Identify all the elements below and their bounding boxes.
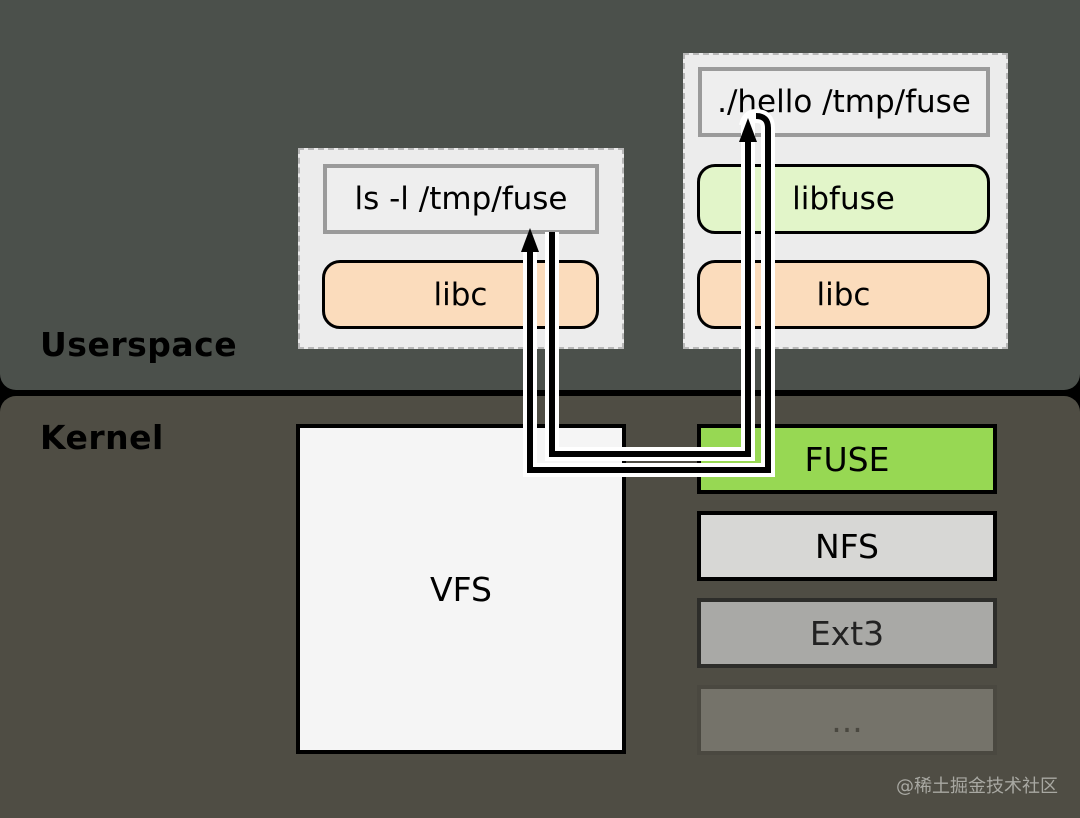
ls-libc-box: libc <box>322 260 599 329</box>
fuse-fs-box: FUSE <box>697 424 997 494</box>
ext3-fs-box: Ext3 <box>697 598 997 668</box>
kernel-label: Kernel <box>40 418 164 457</box>
watermark-text: @稀土掘金技术社区 <box>896 776 1058 797</box>
ls-command-box: ls -l /tmp/fuse <box>323 164 599 234</box>
hello-libc-box: libc <box>697 260 990 329</box>
more-fs-box: ... <box>697 685 997 755</box>
hello-command-box: ./hello /tmp/fuse <box>698 67 990 137</box>
userspace-label: Userspace <box>40 325 238 364</box>
vfs-box: VFS <box>296 424 626 754</box>
libfuse-box: libfuse <box>697 164 990 234</box>
nfs-fs-box: NFS <box>697 511 997 581</box>
